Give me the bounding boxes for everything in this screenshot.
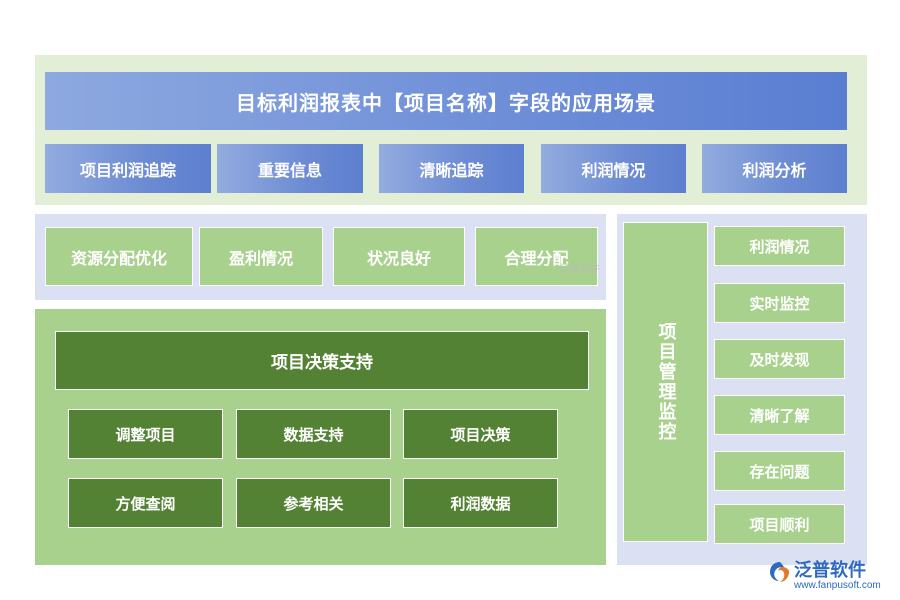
box-important-info: 重要信息 [217,144,363,193]
box-project-decision: 项目决策 [403,409,558,459]
logo-swirl-icon [770,562,789,582]
diagram-title: 目标利润报表中【项目名称】字段的应用场景 [45,72,847,130]
box-profit-analysis: 利润分析 [702,144,847,193]
box-easy-lookup: 方便查阅 [68,478,223,528]
box-realtime-monitoring: 实时监控 [714,283,845,323]
box-reference-related: 参考相关 [236,478,391,528]
box-clear-understanding: 清晰了解 [714,395,845,435]
box-clear-tracking: 清晰追踪 [379,144,524,193]
box-profit-status: 利润情况 [541,144,686,193]
box-good-condition: 状况良好 [333,227,465,286]
box-resource-allocation: 资源分配优化 [45,227,193,286]
box-monitor-profit-status: 利润情况 [714,226,845,266]
box-decision-support: 项目决策支持 [55,331,589,390]
project-monitoring-label: 项目管理监控 [655,322,677,442]
box-timely-discovery: 及时发现 [714,339,845,379]
box-profit-data: 利润数据 [403,478,558,528]
box-reasonable-allocation: 合理分配 [475,227,598,286]
watermark: 泛普软件 [560,264,600,275]
box-adjust-project: 调整项目 [68,409,223,459]
box-existing-problems: 存在问题 [714,451,845,491]
logo-url: www.fanpusoft.com [794,580,881,591]
box-project-profit-tracking: 项目利润追踪 [45,144,211,193]
box-profitability: 盈利情况 [199,227,323,286]
brand-logo: 泛普软件 www.fanpusoft.com [768,556,893,596]
box-data-support: 数据支持 [236,409,391,459]
box-project-smooth: 项目顺利 [714,504,845,544]
logo-name: 泛普软件 [794,560,866,581]
box-project-monitoring: 项目管理监控 [623,222,708,542]
